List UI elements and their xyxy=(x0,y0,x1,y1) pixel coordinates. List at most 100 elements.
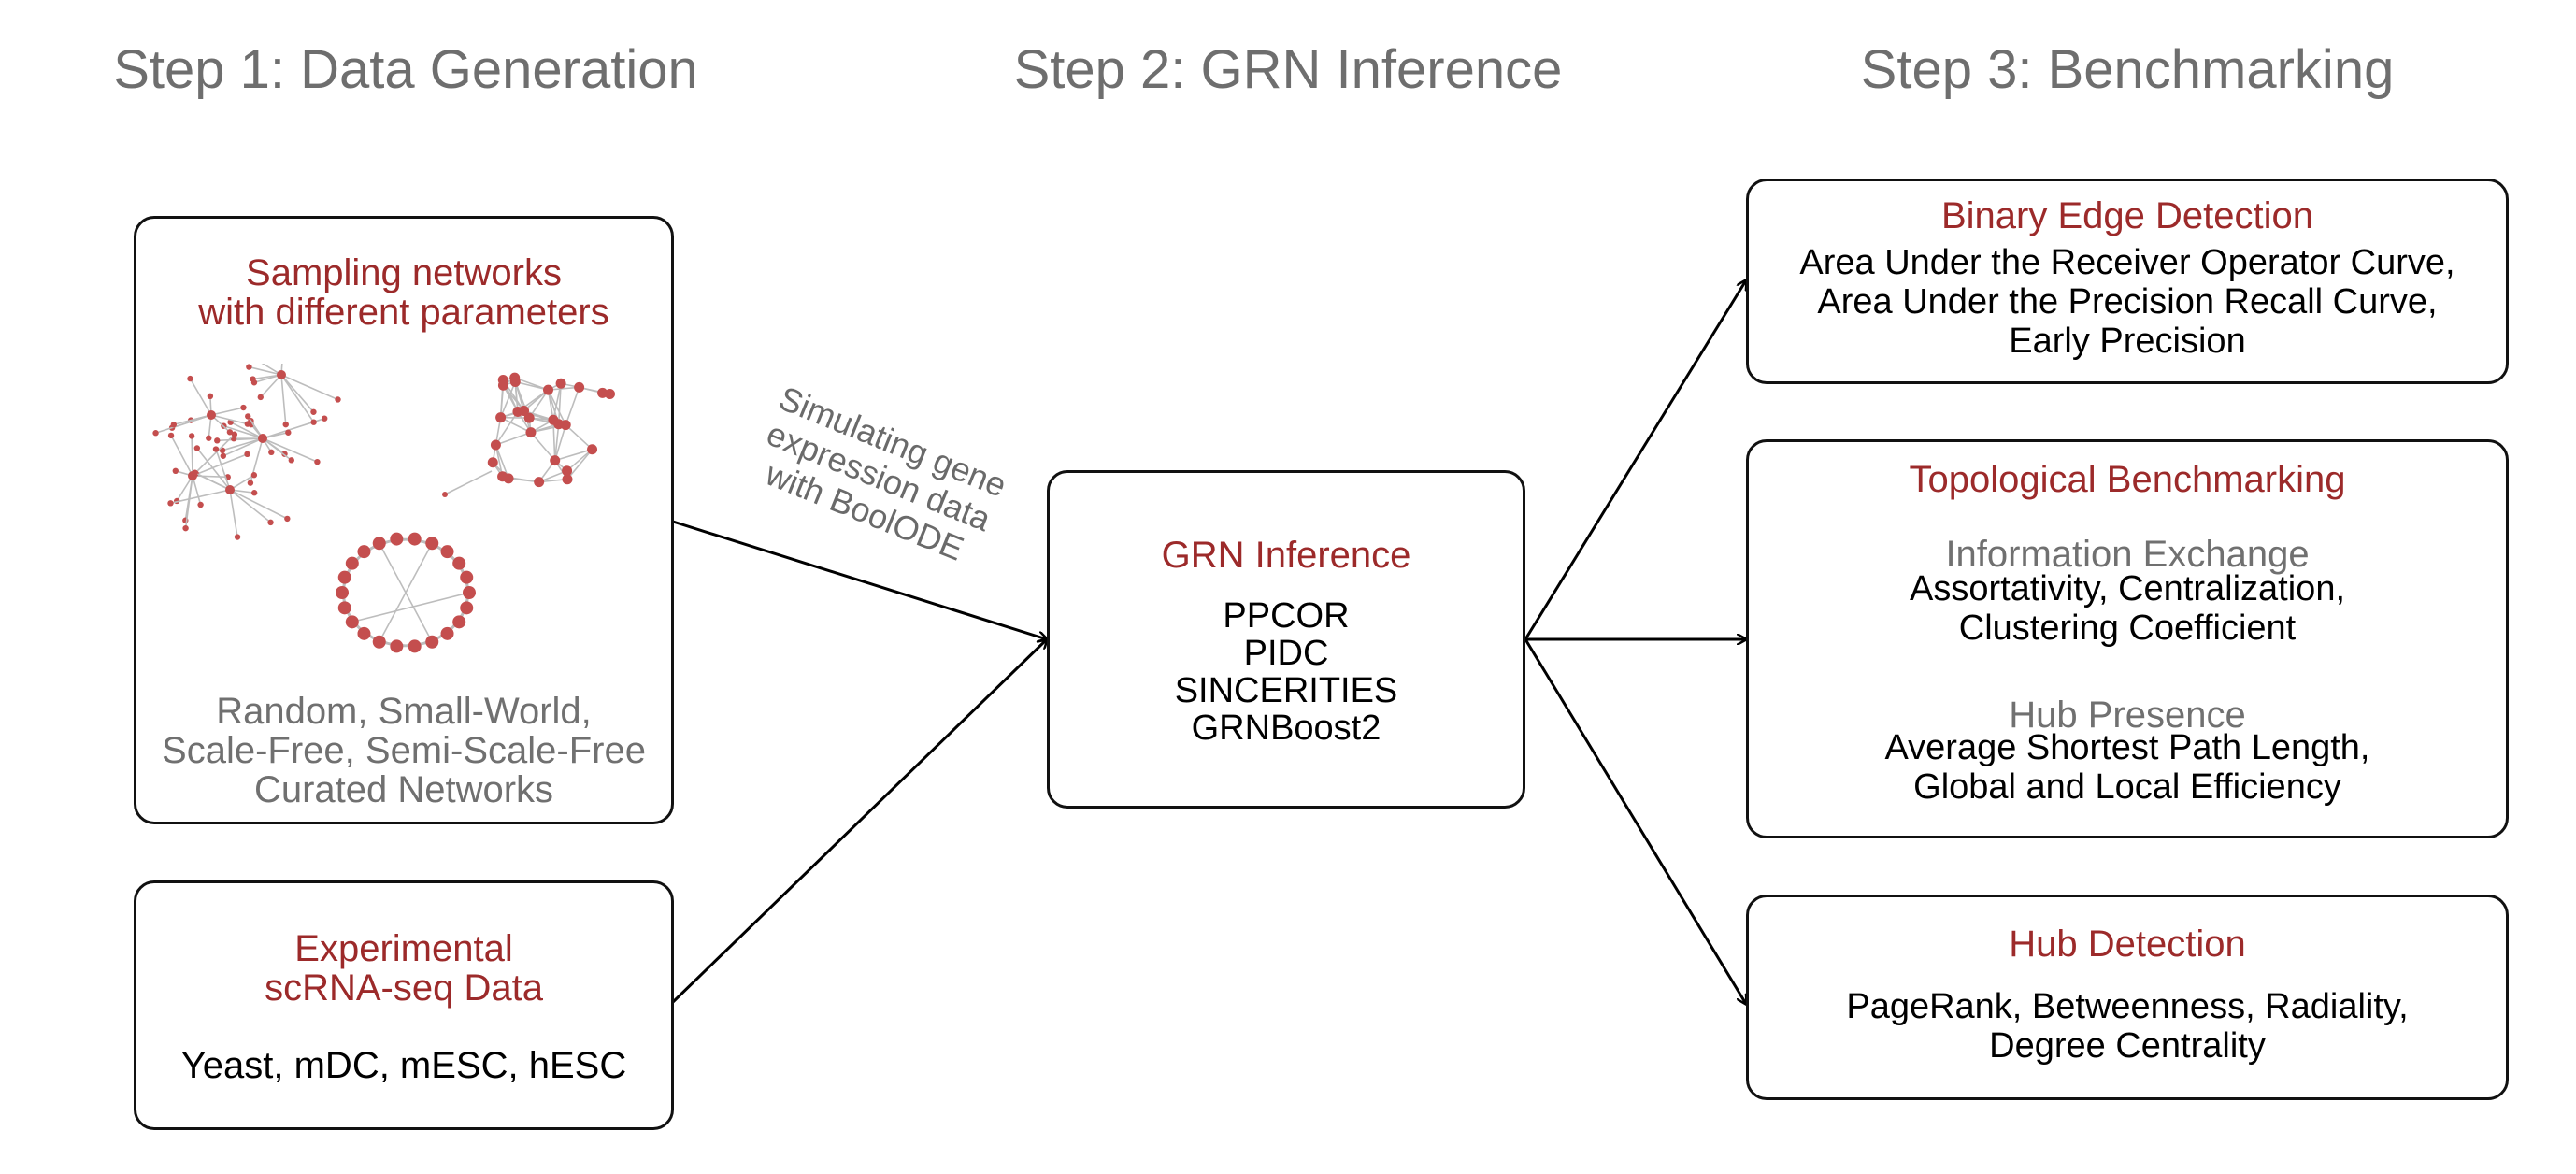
network-node xyxy=(452,556,466,570)
topological-benchmarking-box: Topological Benchmarking Information Exc… xyxy=(1746,439,2509,838)
network-edge xyxy=(192,434,236,477)
network-node xyxy=(244,451,250,458)
network-node xyxy=(560,420,571,431)
experimental-data-box: Experimental scRNA-seq Data Yeast, mDC, … xyxy=(134,880,674,1130)
experimental-title-line2: scRNA-seq Data xyxy=(265,967,543,1009)
network-node xyxy=(525,427,537,438)
network-edge xyxy=(530,432,556,462)
topological-title: Topological Benchmarking xyxy=(1909,459,2346,500)
network-edge xyxy=(494,411,519,446)
information-exchange-heading: Information Exchange xyxy=(1945,534,2310,575)
network-node xyxy=(336,586,349,599)
step1-title: Step 1: Data Generation xyxy=(113,39,698,100)
network-node xyxy=(442,492,448,497)
network-edge xyxy=(229,489,288,520)
network-node xyxy=(207,393,214,400)
network-edge xyxy=(210,414,249,425)
arrow-inference-to-hub xyxy=(1524,638,1746,1004)
network-edge xyxy=(280,374,338,401)
hub-presence-line1: Average Shortest Path Length, xyxy=(1884,728,2370,767)
network-node xyxy=(440,545,454,559)
arrow-experimental-to-inference xyxy=(671,639,1047,1004)
network-edge xyxy=(499,381,517,418)
network-node xyxy=(314,458,321,465)
network-edge xyxy=(565,423,594,451)
network-edge xyxy=(514,377,549,391)
network-node xyxy=(357,626,371,640)
network-node xyxy=(534,477,545,488)
network-node xyxy=(250,490,258,496)
information-exchange-line2: Clustering Coefficient xyxy=(1958,608,2297,648)
network-node xyxy=(284,515,291,523)
network-edge xyxy=(262,437,293,461)
network-edge xyxy=(196,447,231,491)
network-node xyxy=(240,404,247,411)
network-node xyxy=(288,457,294,464)
network-edge xyxy=(189,378,212,416)
network-edge xyxy=(444,470,493,495)
network-node xyxy=(460,601,474,615)
hub-presence-heading: Hub Presence xyxy=(2009,694,2246,736)
network-node xyxy=(490,439,501,451)
hub-detection-line1: PageRank, Betweenness, Radiality, xyxy=(1846,987,2409,1026)
network-edge xyxy=(379,542,433,643)
network-edge xyxy=(553,424,566,461)
network-edge xyxy=(554,448,593,462)
method-grnboost2: GRNBoost2 xyxy=(1191,709,1381,748)
network-node xyxy=(543,384,554,395)
step2-title: Step 2: GRN Inference xyxy=(1013,39,1563,100)
network-node xyxy=(372,537,386,551)
binary-edge-line1: Area Under the Receiver Operator Curve, xyxy=(1799,243,2455,282)
network-edge xyxy=(210,407,244,416)
network-edge xyxy=(499,385,505,418)
network-node xyxy=(523,412,535,423)
network-edge xyxy=(176,475,193,502)
network-edge xyxy=(191,436,193,477)
network-node xyxy=(503,473,514,484)
sampling-networks-box: Sampling networks with different paramet… xyxy=(134,216,674,824)
network-node xyxy=(562,465,573,477)
method-sincerities: SINCERITIES xyxy=(1174,671,1398,710)
network-node xyxy=(574,381,585,393)
network-node xyxy=(372,635,386,649)
network-node xyxy=(555,378,566,389)
network-node xyxy=(152,430,159,437)
binary-edge-line2: Area Under the Precision Recall Curve, xyxy=(1817,282,2438,322)
network-edge xyxy=(280,374,315,413)
arrow-inference-to-binary xyxy=(1524,280,1746,640)
inference-title: GRN Inference xyxy=(1161,535,1411,576)
network-edge xyxy=(502,384,525,412)
network-edge xyxy=(192,475,202,506)
network-node xyxy=(193,445,201,451)
network-node xyxy=(234,534,241,540)
network-edge xyxy=(192,475,228,479)
network-node xyxy=(587,444,598,455)
network-node xyxy=(170,422,178,428)
network-node xyxy=(231,431,238,437)
network-edge xyxy=(230,421,264,439)
network-edge xyxy=(548,386,580,391)
network-node xyxy=(206,435,212,441)
network-node xyxy=(172,467,179,475)
network-edge xyxy=(553,423,560,461)
network-edge xyxy=(222,437,264,451)
network-node xyxy=(509,372,521,383)
sampling-title-line1: Sampling networks xyxy=(246,252,562,294)
network-node xyxy=(207,410,216,420)
network-edge xyxy=(215,449,231,491)
network-types-line2: Scale-Free, Semi-Scale-Free xyxy=(162,730,646,771)
network-edge xyxy=(552,420,556,461)
network-node xyxy=(390,639,404,653)
network-node xyxy=(225,485,235,494)
network-node xyxy=(562,474,573,485)
network-node xyxy=(182,524,189,532)
step3-title: Step 3: Benchmarking xyxy=(1860,39,2395,100)
hub-presence-line2: Global and Local Efficiency xyxy=(1913,767,2341,807)
network-edge xyxy=(280,374,287,425)
network-node xyxy=(212,446,220,452)
network-edge xyxy=(249,365,282,376)
information-exchange-line1: Assortativity, Centralization, xyxy=(1909,569,2346,608)
network-edge xyxy=(252,374,282,380)
network-edge xyxy=(557,383,562,424)
